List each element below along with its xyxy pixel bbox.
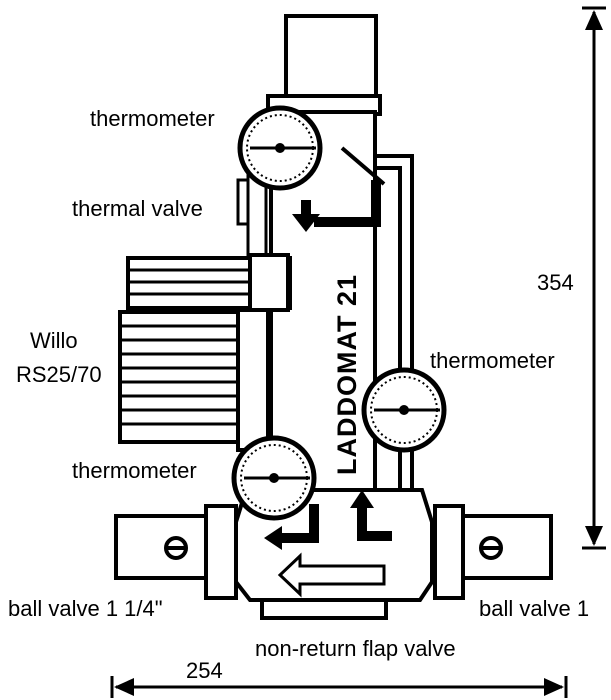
product-label: LADDOMAT 21 — [332, 274, 362, 475]
label-ball-valve-right: ball valve 1 — [479, 596, 589, 621]
ball-valve-right-handle — [479, 536, 503, 560]
label-thermometer-top: thermometer — [90, 106, 215, 131]
label-pump-model: RS25/70 — [16, 362, 102, 387]
width-dimension — [110, 676, 568, 698]
pump-motor — [118, 253, 292, 452]
height-dimension — [582, 6, 606, 550]
thermal-valve-flap — [340, 146, 386, 186]
label-ball-valve-left: ball valve 1 1/4" — [8, 596, 163, 621]
label-non-return: non-return flap valve — [255, 636, 456, 661]
label-thermal-valve: thermal valve — [72, 196, 203, 221]
thermometer-bottom-gauge — [231, 435, 317, 521]
label-pump-name: Willo — [30, 328, 78, 353]
label-thermometer-bottom: thermometer — [72, 458, 197, 483]
flow-arrow-horizontal — [277, 552, 386, 598]
thermometer-right-gauge — [361, 367, 447, 453]
top-cap — [266, 14, 382, 116]
thermal-valve-body — [236, 170, 250, 260]
thermometer-top-gauge — [237, 105, 323, 191]
width-value: 254 — [186, 658, 223, 683]
ball-valve-left-handle — [164, 536, 188, 560]
height-value: 354 — [537, 270, 574, 295]
flow-arrow-top — [292, 180, 381, 232]
label-thermometer-right: thermometer — [430, 348, 555, 373]
flow-arrow-right-up — [350, 490, 392, 541]
flow-arrow-left-down — [264, 504, 319, 550]
